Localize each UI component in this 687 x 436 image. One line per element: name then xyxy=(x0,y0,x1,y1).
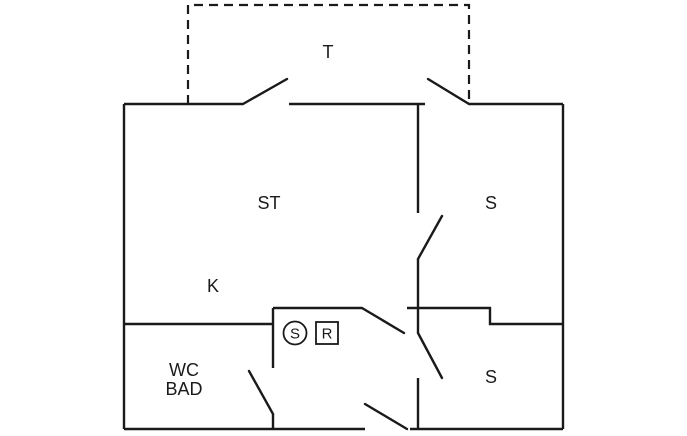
symbol-circle-label: S xyxy=(290,326,300,343)
outer-walls xyxy=(122,102,565,431)
door-bedroom-top xyxy=(416,214,444,261)
room-label-bedroom-bottom: S xyxy=(485,367,497,387)
doors xyxy=(241,77,471,431)
symbol-square-r: R xyxy=(315,321,339,345)
door-terrace-left xyxy=(241,77,289,106)
symbol-circle-s: S xyxy=(282,320,308,346)
room-label-bath-bad: BAD xyxy=(165,379,202,399)
room-label-bedroom-top: S xyxy=(485,193,497,213)
room-label-terrace: T xyxy=(323,42,334,62)
interior-walls xyxy=(124,104,563,429)
room-label-kitchen: K xyxy=(207,276,219,296)
room-label-bath-wc: WC xyxy=(169,360,199,380)
door-entrance xyxy=(363,402,409,431)
door-terrace-right xyxy=(426,77,471,106)
room-label-living: ST xyxy=(257,193,280,213)
symbol-circle-shape xyxy=(282,320,308,346)
wall-bedrooms-divider-left xyxy=(407,306,563,326)
door-bath xyxy=(247,369,275,416)
terrace-outline xyxy=(186,3,471,104)
door-storage xyxy=(360,306,406,335)
symbol-square-shape xyxy=(315,321,339,345)
door-bedroom-bottom xyxy=(416,331,444,380)
symbol-square-label: R xyxy=(322,326,333,343)
